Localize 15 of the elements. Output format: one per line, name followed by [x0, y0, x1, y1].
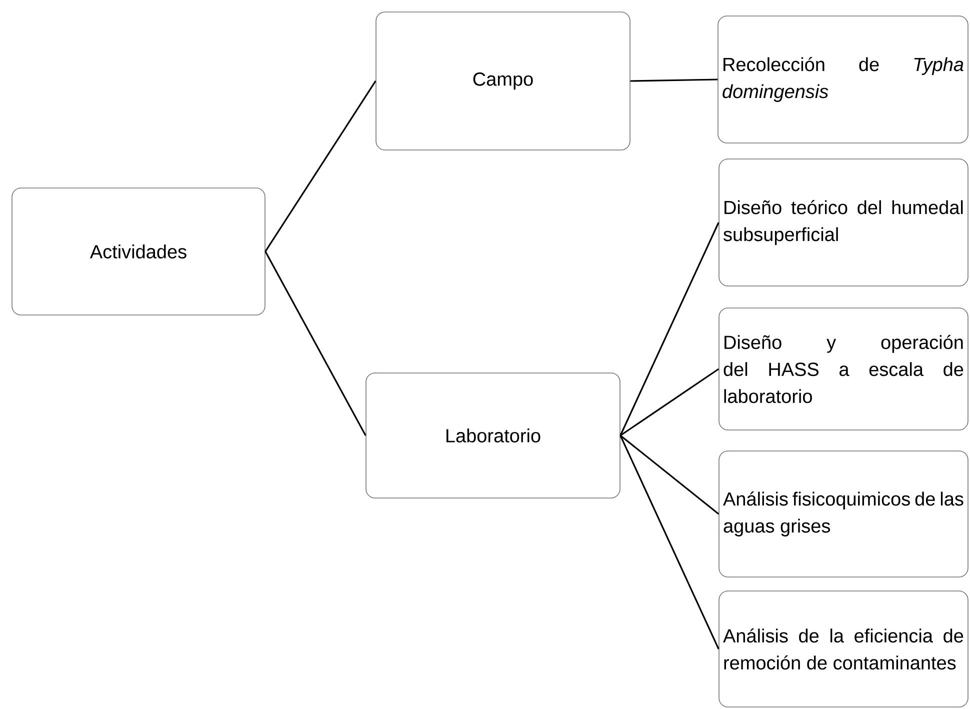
- category-box: Laboratorio: [366, 372, 620, 498]
- connector-line: [620, 434, 720, 515]
- activity-box: Análisis de la eficiencia de remoción de contaminantes: [718, 590, 968, 708]
- connector-line: [620, 368, 720, 436]
- connector-line: [630, 78, 718, 82]
- connector-line: [620, 222, 720, 436]
- connector-line: [264, 80, 376, 252]
- connector-line: [264, 251, 366, 436]
- activity-box: Diseño y operación del HASS a escala de laboratorio: [718, 308, 968, 430]
- activity-box: Diseño teórico del humedal subsuperficial: [718, 158, 968, 286]
- category-box: Actividades: [12, 188, 266, 316]
- connector-line: [620, 435, 720, 650]
- activity-box: Análisis fisicoquimicos de las aguas grises: [718, 450, 968, 578]
- activity-box: Recolección de Typha domingensis: [718, 16, 968, 144]
- category-box: Campo: [376, 12, 630, 150]
